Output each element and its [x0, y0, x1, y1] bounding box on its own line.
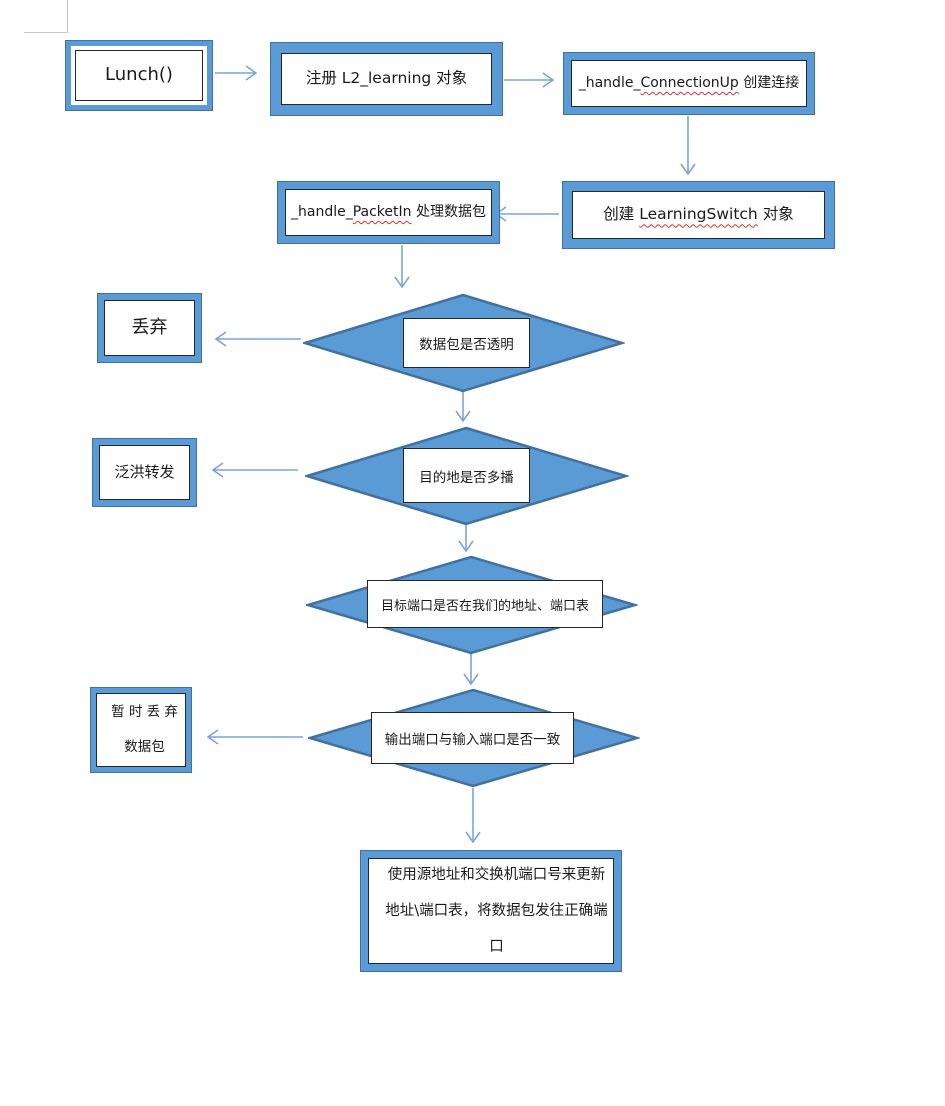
node-packetin-label: _handle_PacketIn 处理数据包 — [285, 189, 492, 236]
decision-multicast-label: 目的地是否多播 — [403, 448, 530, 503]
label-text: 对象 — [757, 205, 794, 224]
node-temp-discard[interactable]: 暂 时 丢 弃 数据包 — [90, 687, 192, 773]
label-text: 处理数据包 — [411, 203, 486, 220]
decision-port-in-table-label: 目标端口是否在我们的地址、端口表 — [367, 580, 603, 628]
label-text: 创建连接 — [738, 74, 800, 91]
node-discard[interactable]: 丢弃 — [97, 293, 202, 363]
node-handle-packetin[interactable]: _handle_PacketIn 处理数据包 — [277, 181, 500, 244]
node-createswitch-label: 创建 LearningSwitch 对象 — [572, 191, 825, 239]
node-temp-discard-label: 暂 时 丢 弃 数据包 — [96, 693, 186, 767]
node-register-label: 注册 L2_learning 对象 — [281, 53, 492, 105]
label-line: 使用源地址和交换机端口号来更新 — [387, 866, 606, 883]
node-create-learningswitch[interactable]: 创建 LearningSwitch 对象 — [562, 181, 835, 249]
label-text: _handle_ — [578, 74, 641, 91]
decision-transparent-label: 数据包是否透明 — [403, 318, 530, 368]
misspelled-text: PacketIn — [352, 203, 412, 220]
node-flood-label: 泛洪转发 — [99, 445, 190, 500]
label-text: 创建 — [603, 205, 640, 224]
node-discard-label: 丢弃 — [104, 300, 195, 356]
label-line: 地址\端口表，将数据包发往正确端 — [385, 902, 608, 919]
node-update-table[interactable]: 使用源地址和交换机端口号来更新 地址\端口表，将数据包发往正确端 口 — [360, 850, 622, 972]
label-line: 数据包 — [124, 739, 165, 755]
node-lunch-label: Lunch() — [75, 50, 203, 101]
margin-corner-mark — [67, 0, 68, 32]
misspelled-text: ConnectionUp — [640, 74, 739, 91]
node-update-label: 使用源地址和交换机端口号来更新 地址\端口表，将数据包发往正确端 口 — [368, 858, 614, 964]
node-lunch[interactable]: Lunch() — [65, 40, 213, 111]
node-handle-connectionup[interactable]: _handle_ConnectionUp 创建连接 — [563, 52, 815, 115]
node-register-l2-learning[interactable]: 注册 L2_learning 对象 — [270, 42, 503, 116]
label-line: 口 — [489, 939, 504, 956]
node-flood-forward[interactable]: 泛洪转发 — [92, 438, 197, 507]
label-text: _handle_ — [291, 203, 353, 220]
margin-corner-mark — [24, 32, 68, 33]
label-line: 暂 时 丢 弃 — [111, 703, 178, 720]
misspelled-text: LearningSwitch — [639, 205, 758, 224]
node-connectionup-label: _handle_ConnectionUp 创建连接 — [571, 60, 807, 107]
decision-same-port-label: 输出端口与输入端口是否一致 — [371, 712, 574, 764]
